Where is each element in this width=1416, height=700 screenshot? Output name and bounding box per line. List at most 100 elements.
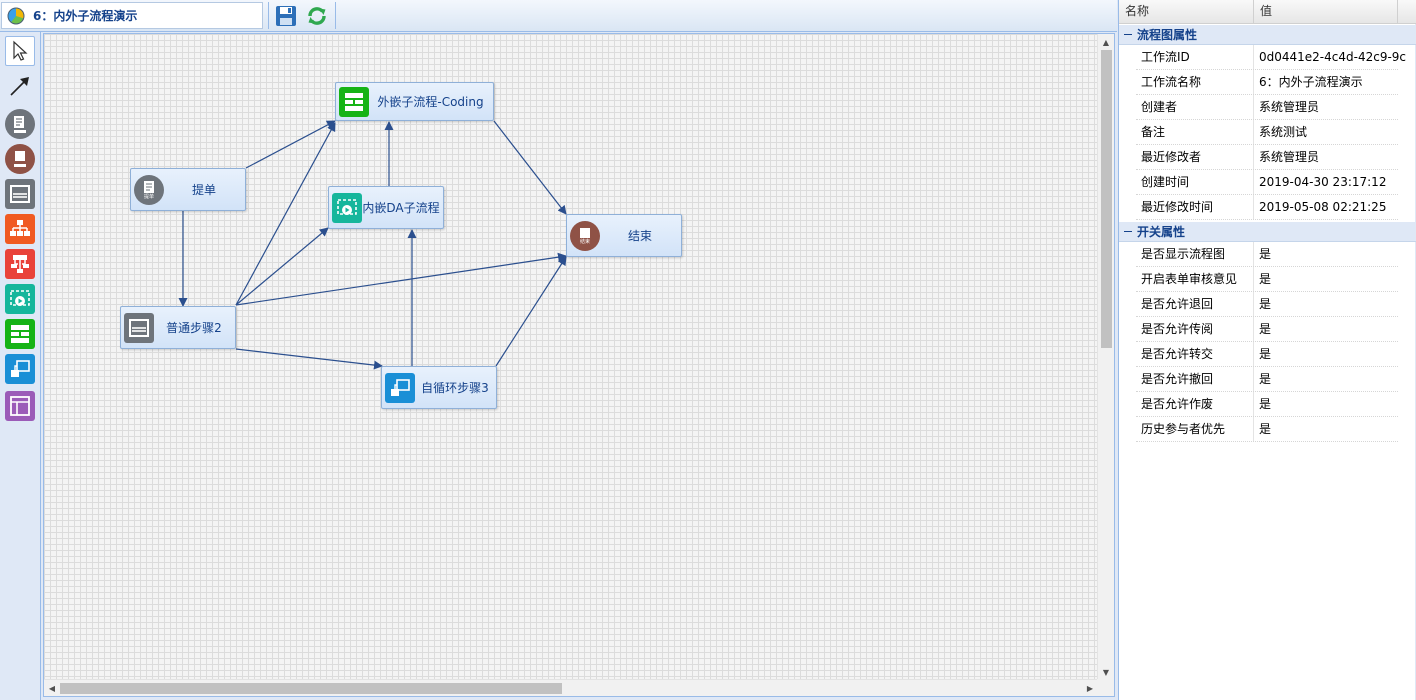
property-key: 开启表单审核意见 [1136, 267, 1254, 291]
node-end-badge: 结束 [579, 238, 590, 245]
property-value[interactable]: 是 [1259, 322, 1272, 336]
normal-step-tool[interactable] [5, 179, 35, 209]
toolbar-separator [335, 2, 336, 29]
property-value[interactable]: 系统管理员 [1259, 150, 1320, 164]
property-value[interactable]: 是 [1259, 347, 1272, 361]
refresh-icon [308, 7, 326, 25]
group-switch-properties[interactable]: 开关属性 [1119, 222, 1416, 242]
inner-subflow-tool[interactable] [5, 284, 35, 314]
property-row[interactable]: 历史参与者优先是 [1136, 417, 1398, 442]
node-inner-subflow[interactable]: 内嵌DA子流程 [328, 186, 444, 229]
property-grid: 名称 值 流程图属性 工作流ID 0d0441e2-4c4d-42c9-9c 工作… [1118, 0, 1416, 700]
node-loop-step[interactable]: 自循环步骤3 [381, 366, 497, 409]
end-node-tool[interactable] [5, 144, 35, 174]
property-key: 是否显示流程图 [1136, 242, 1254, 266]
property-value[interactable]: 2019-05-08 02:21:25 [1259, 200, 1387, 214]
property-row[interactable]: 是否允许作废是 [1136, 392, 1398, 417]
horizontal-scroll-thumb[interactable] [60, 683, 562, 694]
collapse-icon[interactable] [1123, 30, 1133, 40]
org-chart-icon [5, 214, 35, 244]
scroll-corner [1097, 679, 1114, 696]
loop-icon [385, 372, 415, 403]
property-value[interactable]: 是 [1259, 422, 1272, 436]
save-button[interactable] [273, 3, 299, 29]
play-icon [332, 192, 362, 223]
property-row[interactable]: 是否允许传阅是 [1136, 317, 1398, 342]
vertical-scrollbar[interactable]: ▲ ▼ [1097, 34, 1114, 680]
property-value[interactable]: 是 [1259, 297, 1272, 311]
scroll-up-icon[interactable]: ▲ [1102, 37, 1110, 47]
property-key: 是否允许作废 [1136, 392, 1254, 416]
property-key: 最近修改者 [1136, 145, 1254, 169]
edge-normal-to-loop[interactable] [235, 348, 383, 370]
edge-loop-to-end[interactable] [495, 256, 567, 367]
property-key: 工作流ID [1136, 45, 1254, 69]
property-row[interactable]: 备注系统测试 [1136, 120, 1398, 145]
property-row[interactable]: 最近修改者系统管理员 [1136, 145, 1398, 170]
toolbar-separator [268, 2, 269, 29]
property-key: 是否允许传阅 [1136, 317, 1254, 341]
horizontal-scrollbar[interactable]: ◀ ▶ [44, 679, 1098, 696]
edge-normal-to-inner[interactable] [235, 227, 329, 306]
node-normal-step[interactable]: 普通步骤2 [120, 306, 236, 349]
start-node-tool[interactable] [5, 109, 35, 139]
flow-canvas[interactable]: 提单 提单 外嵌子流程-Coding [44, 34, 1098, 680]
property-row[interactable]: 工作流名称 6：内外子流程演示 [1136, 70, 1398, 95]
node-end-label: 结束 [627, 229, 652, 243]
property-key: 历史参与者优先 [1136, 417, 1254, 441]
property-value[interactable]: 是 [1259, 272, 1272, 286]
pie-chart-icon [7, 7, 25, 24]
property-row[interactable]: 创建者系统管理员 [1136, 95, 1398, 120]
node-outer-subflow-label: 外嵌子流程-Coding [377, 95, 484, 109]
property-value[interactable]: 0d0441e2-4c4d-42c9-9c [1259, 50, 1407, 64]
layout-tool[interactable] [5, 391, 35, 421]
property-key: 工作流名称 [1136, 70, 1254, 94]
property-row[interactable]: 工作流ID 0d0441e2-4c4d-42c9-9c [1136, 45, 1407, 70]
loop-step-tool[interactable] [5, 354, 35, 384]
property-row[interactable]: 开启表单审核意见是 [1136, 267, 1398, 292]
workflow-title: 6：内外子流程演示 [33, 9, 138, 23]
edge-normal-to-end[interactable] [235, 252, 567, 306]
property-key: 是否允许转交 [1136, 342, 1254, 366]
workflow-title-box: 6：内外子流程演示 [1, 2, 263, 29]
scroll-left-icon[interactable]: ◀ [48, 683, 56, 693]
group-title: 开关属性 [1137, 225, 1186, 239]
scroll-right-icon[interactable]: ▶ [1086, 683, 1094, 693]
refresh-button[interactable] [304, 3, 330, 29]
edge-normal-to-outer[interactable] [235, 122, 336, 306]
vertical-scroll-thumb[interactable] [1101, 50, 1112, 348]
edge-outer-to-end[interactable] [493, 120, 567, 215]
property-value[interactable]: 系统管理员 [1259, 100, 1320, 114]
column-header-name[interactable]: 名称 [1119, 0, 1254, 24]
property-value[interactable]: 是 [1259, 372, 1272, 386]
scroll-down-icon[interactable]: ▼ [1102, 667, 1110, 677]
top-toolbar: 6：内外子流程演示 [0, 0, 1117, 32]
edge-layer [178, 120, 567, 370]
parallel-tool[interactable] [5, 249, 35, 279]
property-key: 是否允许退回 [1136, 292, 1254, 316]
branch-tool[interactable] [5, 214, 35, 244]
property-value[interactable]: 6：内外子流程演示 [1259, 75, 1363, 89]
collapse-icon[interactable] [1123, 227, 1133, 237]
group-title: 流程图属性 [1137, 28, 1198, 42]
form-icon [5, 109, 35, 139]
outer-subflow-tool[interactable] [5, 319, 35, 349]
connector-tool[interactable] [5, 71, 35, 101]
property-value[interactable]: 2019-04-30 23:17:12 [1259, 175, 1387, 189]
column-header-value[interactable]: 值 [1254, 0, 1398, 24]
property-row[interactable]: 是否显示流程图是 [1136, 242, 1398, 267]
node-end[interactable]: 结束 结束 [566, 214, 682, 257]
edge-start-to-outer[interactable] [245, 120, 336, 169]
property-value[interactable]: 系统测试 [1259, 125, 1308, 139]
property-row[interactable]: 是否允许退回是 [1136, 292, 1398, 317]
node-outer-subflow[interactable]: 外嵌子流程-Coding [335, 82, 494, 121]
property-value[interactable]: 是 [1259, 397, 1272, 411]
group-flowchart-properties[interactable]: 流程图属性 [1119, 25, 1416, 45]
property-row[interactable]: 是否允许撤回是 [1136, 367, 1398, 392]
pointer-tool[interactable] [5, 36, 35, 66]
property-value[interactable]: 是 [1259, 247, 1272, 261]
node-start[interactable]: 提单 提单 [130, 168, 246, 211]
property-row[interactable]: 是否允许转交是 [1136, 342, 1398, 367]
